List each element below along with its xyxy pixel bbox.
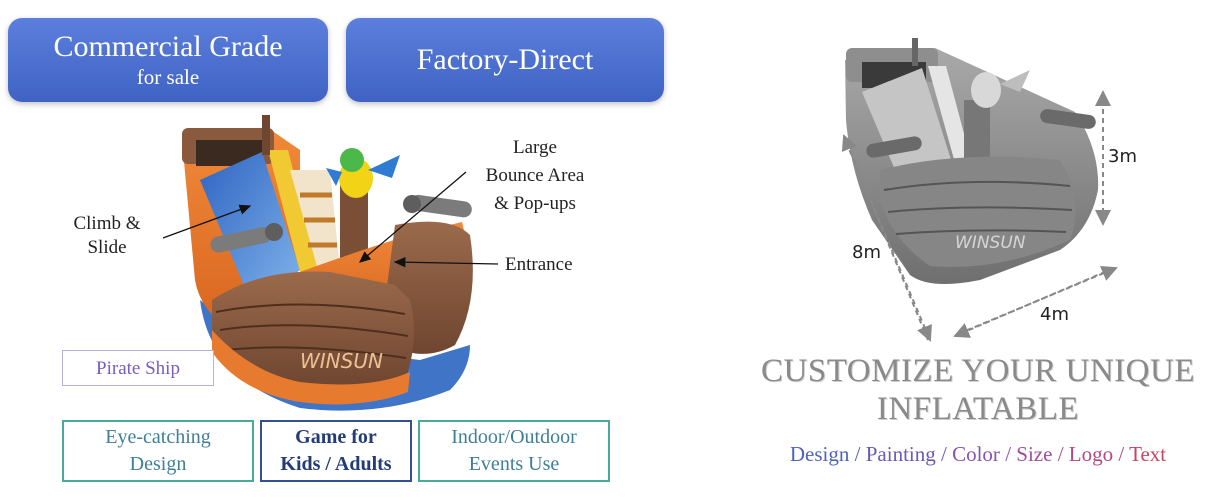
pirate-ship-image: WINSUN <box>182 115 473 411</box>
callout-lines <box>162 171 499 268</box>
customize-option-separator: / <box>935 442 953 466</box>
winsun-logo-gray: WINSUN <box>955 233 1026 253</box>
customize-option-color: Color <box>952 442 1000 466</box>
customize-option-painting: Painting <box>865 442 936 466</box>
width-dimension: 4m <box>1040 304 1069 325</box>
bounce-area-label: Large Bounce Area & Pop-ups <box>465 134 605 218</box>
entrance-label: Entrance <box>505 254 573 275</box>
climb-slide-arrow <box>162 204 252 239</box>
game-for-line1: Game for <box>295 426 377 448</box>
climb-slide-label: Climb & Slide <box>62 212 152 260</box>
factory-direct-banner: Factory-Direct <box>346 18 664 102</box>
customize-options: Design / Painting / Color / Size / Logo … <box>740 442 1216 467</box>
pirate-ship-gray-image: WINSUN <box>845 38 1099 284</box>
customize-title-line1: CUSTOMIZE YOUR UNIQUE <box>761 353 1195 389</box>
bounce-area-line3: & Pop-ups <box>494 193 576 214</box>
dimension-arrows <box>841 90 1118 342</box>
bounce-area-line1: Large <box>513 137 557 158</box>
customize-option-separator: / <box>1113 442 1130 466</box>
indoor-outdoor-line2: Events Use <box>468 453 560 475</box>
length-dimension: 8m <box>852 242 881 263</box>
width-arrow-right <box>957 266 1118 335</box>
commercial-grade-banner: Commercial Grade for sale <box>8 18 328 102</box>
width-arrow-left <box>953 267 1115 338</box>
height-dimension: 3m <box>1108 146 1137 167</box>
winsun-logo: WINSUN <box>300 349 383 373</box>
entrance-arrow <box>393 257 499 268</box>
eye-catching-line2: Design <box>129 453 187 475</box>
for-sale-text: for sale <box>136 65 200 89</box>
pirate-ship-label: Pirate Ship <box>62 350 214 386</box>
customize-option-text: Text <box>1129 442 1167 466</box>
eye-catching-design-box: Eye-catching Design <box>62 420 254 482</box>
game-for-kids-adults-box: Game for Kids / Adults <box>260 420 412 482</box>
customize-title-line2: INFLATABLE <box>876 391 1080 427</box>
indoor-outdoor-box: Indoor/Outdoor Events Use <box>418 420 610 482</box>
customize-option-logo: Logo <box>1068 442 1114 466</box>
commercial-grade-text: Commercial Grade <box>53 30 283 63</box>
bounce-area-line2: Bounce Area <box>485 165 585 186</box>
indoor-outdoor-line1: Indoor/Outdoor <box>451 426 577 448</box>
climb-slide-line2: Slide <box>87 237 127 258</box>
factory-direct-text: Factory-Direct <box>416 43 594 76</box>
eye-catching-line1: Eye-catching <box>105 426 211 448</box>
customize-option-separator: / <box>999 442 1017 466</box>
customize-title: CUSTOMIZE YOUR UNIQUE INFLATABLE <box>740 352 1216 428</box>
game-for-line2: Kids / Adults <box>280 453 392 475</box>
bounce-area-arrow <box>359 171 467 263</box>
customize-option-size: Size <box>1016 442 1053 466</box>
customize-option-separator: / <box>1052 442 1069 466</box>
customize-option-design: Design <box>789 442 850 466</box>
customize-option-separator: / <box>849 442 866 466</box>
climb-slide-line1: Climb & <box>73 213 141 234</box>
